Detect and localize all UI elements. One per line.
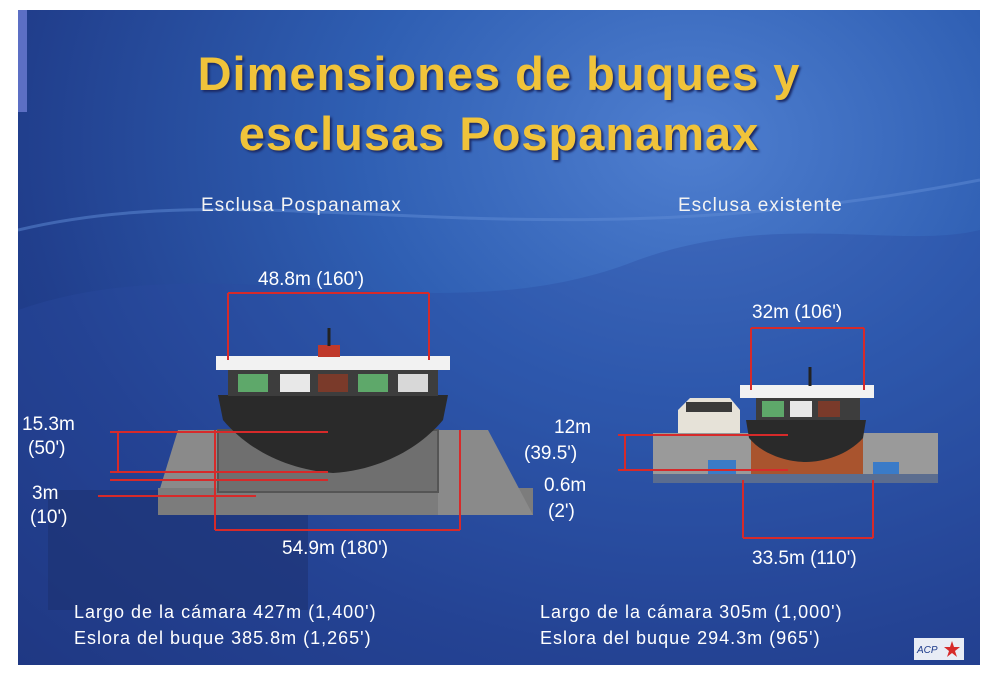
ship-length-pospanamax: Eslora del buque 385.8m (1,265') <box>74 628 372 648</box>
heading-pospanamax: Esclusa Pospanamax <box>201 195 402 216</box>
beam-label-pospanamax: 48.8m (160') <box>258 269 365 290</box>
width-label-pospanamax: 54.9m (180') <box>282 538 389 559</box>
heading-existente: Esclusa existente <box>678 195 843 216</box>
depth-ft-existente: (39.5') <box>524 443 578 464</box>
chamber-length-existente: Largo de la cámara 305m (1,000') <box>540 602 843 622</box>
clearance-m-existente: 0.6m <box>544 475 587 496</box>
ship-bridge <box>318 345 340 357</box>
beam-label-existente: 32m (106') <box>752 302 843 323</box>
slide: Dimensiones de buques y esclusas Pospana… <box>18 10 980 665</box>
ship-deck <box>216 356 450 370</box>
title-line-1: Dimensiones de buques y <box>197 47 801 100</box>
ship-deck <box>740 385 874 398</box>
depth-m-pospanamax: 15.3m <box>22 414 75 435</box>
acp-logo-icon: ACP <box>914 638 964 660</box>
ship-hull-pospanamax <box>218 395 448 473</box>
svg-text:ACP: ACP <box>916 645 938 656</box>
clearance-ft-pospanamax: (10') <box>30 507 68 528</box>
depth-ft-pospanamax: (50') <box>28 438 66 459</box>
clearance-m-pospanamax: 3m <box>32 483 59 504</box>
dimension-lines-existente <box>618 327 874 539</box>
ship-length-existente: Eslora del buque 294.3m (965') <box>540 628 821 648</box>
title-line-2: esclusas Pospanamax <box>238 107 760 160</box>
chamber-length-pospanamax: Largo de la cámara 427m (1,400') <box>74 602 377 622</box>
ship-hull-existente <box>746 420 866 462</box>
lock-diagrams <box>18 178 980 665</box>
depth-m-existente: 12m <box>554 417 591 438</box>
culvert <box>873 462 899 474</box>
corner-accent <box>18 10 27 112</box>
lock-floor-existente <box>653 474 938 483</box>
wave-decoration <box>18 178 980 232</box>
culvert <box>708 460 736 474</box>
width-label-existente: 33.5m (110') <box>752 548 857 569</box>
dimension-lines-pospanamax <box>98 292 461 531</box>
lock-wall-right <box>438 430 533 515</box>
clearance-ft-existente: (2') <box>548 501 575 522</box>
